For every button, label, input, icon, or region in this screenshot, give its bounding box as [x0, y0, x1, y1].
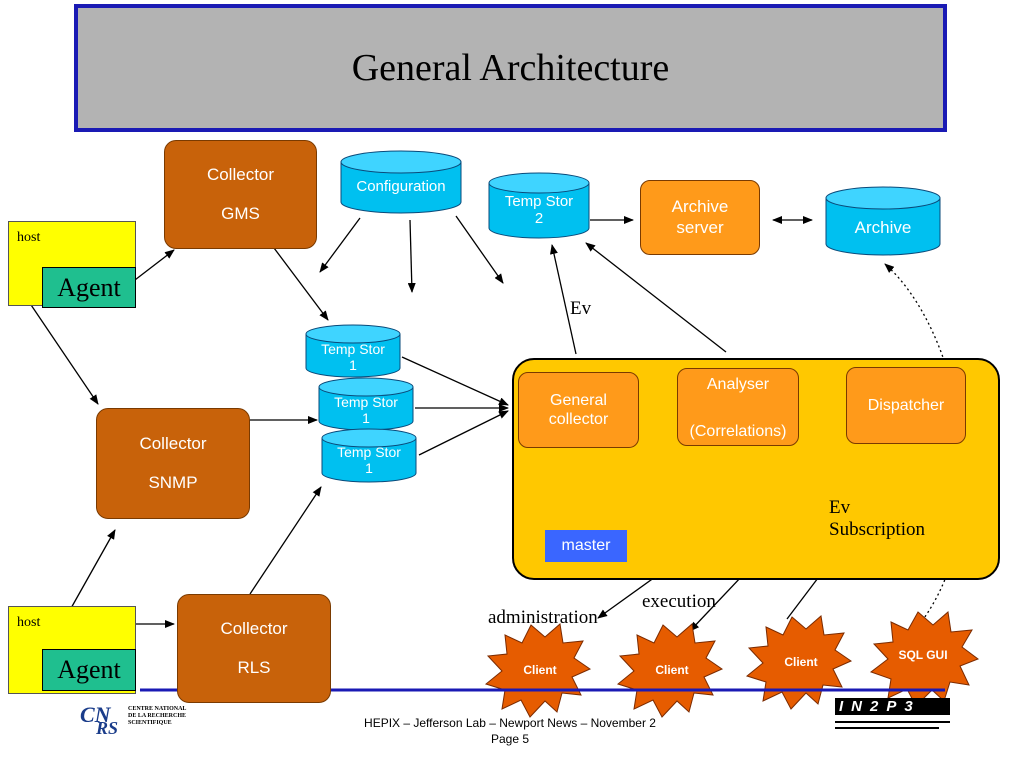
temp-stor-1a-line2: 1 [349, 357, 357, 374]
agent-top-label: Agent [57, 272, 121, 302]
analyser-line1: Analyser [706, 376, 770, 393]
host-bottom-label: host [17, 615, 41, 630]
in2p3-logo: IN2P3 [835, 698, 950, 740]
collector-rls-type: RLS [237, 657, 271, 677]
ev-subscription-line2: Subscription [829, 518, 926, 540]
temp-stor-1c-line1: Temp Stor [337, 444, 401, 460]
footer-text: HEPIX – Jefferson Lab – Newport News – N… [310, 716, 710, 747]
temp-stor-1a-line1: Temp Stor [321, 341, 385, 357]
temp-stor-1a-label: Temp Stor 1 [306, 341, 400, 373]
cnrs-text-3: SCIENTIFIQUE [128, 719, 172, 726]
collector-rls-label: Collector [220, 618, 288, 638]
cnrs-logo: CN RS CENTRE NATIONAL DE LA RECHERCHE SC… [78, 700, 198, 738]
temp-stor-1b-line1: Temp Stor [334, 394, 398, 410]
collector-snmp-label: Collector [139, 433, 207, 453]
client-burst-3 [745, 615, 853, 710]
sql-gui-label: SQL GUI [898, 648, 948, 662]
collector-gms: Collector GMS [164, 140, 317, 249]
svg-text:CN: CN [80, 702, 112, 727]
archive-label: Archive [854, 218, 912, 237]
general-collector-line2: collector [548, 411, 609, 428]
dispatcher: Dispatcher [846, 367, 966, 444]
agent-bottom: Agent [42, 649, 136, 691]
archive-server-line2: server [676, 217, 724, 237]
cnrs-text-2: DE LA RECHERCHE [128, 712, 187, 719]
client-1-label: Client [523, 663, 557, 677]
temp-stor-1c-line2: 1 [365, 460, 373, 477]
svg-text:RS: RS [95, 718, 118, 736]
temp-stor-1b-label: Temp Stor 1 [319, 394, 413, 426]
analyser: Analyser (Correlations) [677, 368, 799, 446]
client-2-label: Client [655, 663, 689, 677]
ev-subscription-line1: Ev [829, 497, 851, 518]
archive-server: Archive server [640, 180, 760, 255]
temp-stor-1c-label: Temp Stor 1 [322, 444, 416, 476]
collector-snmp: Collector SNMP [96, 408, 250, 519]
page-title: General Architecture [351, 47, 670, 89]
cnrs-text-1: CENTRE NATIONAL [128, 706, 187, 712]
archive-cylinder [825, 186, 941, 256]
in2p3-text: IN2P3 [835, 698, 950, 715]
analyser-line2: (Correlations) [689, 422, 787, 440]
archive-server-line1: Archive [671, 197, 729, 217]
administration-label: administration [488, 607, 598, 628]
footer-line1: HEPIX – Jefferson Lab – Newport News – N… [364, 716, 656, 730]
client-burst-1 [484, 623, 592, 718]
general-collector-line1: General [550, 391, 607, 409]
master-label: master [545, 530, 627, 562]
ev-label: Ev [570, 298, 592, 319]
execution-label: execution [642, 591, 716, 612]
cnrs-emblem-icon: CN RS [80, 702, 118, 736]
configuration-label: Configuration [356, 178, 446, 195]
temp-stor-2-line1: Temp Stor [504, 193, 574, 210]
dispatcher-label: Dispatcher [867, 396, 945, 414]
temp-stor-2-label: Temp Stor 2 [489, 193, 589, 228]
ev-subscription-label: Ev Subscription [829, 497, 925, 541]
agent-bottom-label: Agent [57, 655, 121, 684]
temp-stor-1b-cylinder [318, 377, 414, 431]
title-banner: General Architecture [74, 4, 947, 132]
client-3-label: Client [784, 655, 818, 669]
temp-stor-2-cylinder [488, 172, 590, 239]
client-burst-2 [616, 623, 724, 718]
temp-stor-1a-cylinder [305, 324, 401, 378]
collector-rls: Collector RLS [177, 594, 331, 703]
collector-gms-label: Collector [206, 164, 275, 184]
collector-snmp-type: SNMP [148, 472, 198, 492]
configuration-cylinder [340, 150, 462, 214]
footer-line2: Page 5 [490, 731, 530, 746]
temp-stor-2-line2: 2 [534, 210, 544, 228]
collector-gms-type: GMS [221, 203, 260, 223]
temp-stor-1b-line2: 1 [362, 410, 370, 427]
general-collector: General collector [518, 372, 639, 448]
agent-top: Agent [42, 267, 136, 308]
host-top-label: host [17, 230, 41, 245]
temp-stor-1c-cylinder [321, 428, 417, 483]
